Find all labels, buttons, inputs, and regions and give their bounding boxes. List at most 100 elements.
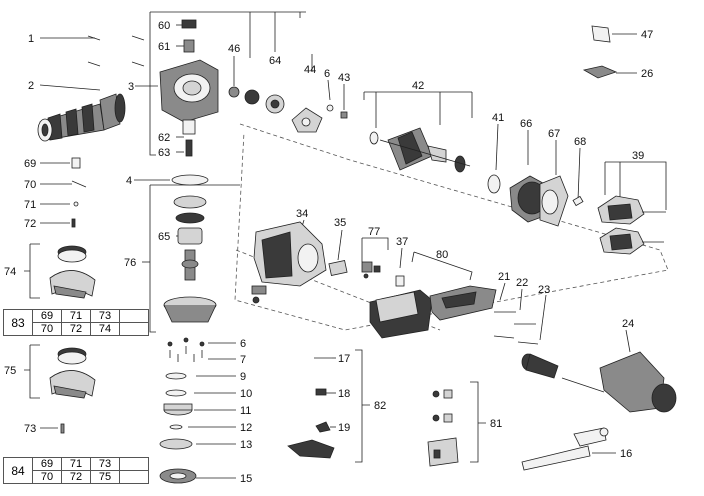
label-41: 41 [492, 112, 504, 124]
stator-parts-66-68 [509, 175, 584, 227]
label-2: 2 [28, 80, 34, 92]
kit-83-cell [119, 322, 149, 336]
label-46: 46 [228, 43, 240, 55]
label-23: 23 [538, 284, 550, 296]
label-62: 62 [158, 132, 170, 144]
label-1: 1 [28, 33, 34, 45]
plate-part-26 [582, 65, 618, 79]
kit-84-cell: 75 [90, 470, 120, 484]
screw-part-1 [87, 35, 145, 67]
label-76: 76 [124, 257, 136, 269]
parts-17-19 [287, 357, 335, 459]
label-13: 13 [240, 439, 252, 451]
label-70: 70 [24, 179, 36, 191]
kit-83-cell: 73 [90, 309, 120, 323]
kit-84-cell: 72 [61, 470, 91, 484]
armature-part-42 [369, 127, 471, 173]
label-16: 16 [620, 448, 632, 460]
label-82: 82 [374, 400, 386, 412]
label-11: 11 [240, 405, 251, 417]
label-37: 37 [396, 236, 408, 248]
label-26: 26 [641, 68, 653, 80]
label-47: 47 [641, 29, 653, 41]
label-66: 66 [520, 118, 532, 130]
gear-housing-part-3 [159, 19, 219, 157]
screws-21-22 [493, 311, 539, 345]
kit-84-cell: 73 [90, 457, 120, 471]
label-35: 35 [334, 217, 346, 229]
label-18: 18 [338, 388, 350, 400]
label-6b: 6 [324, 68, 330, 80]
label-4: 4 [126, 175, 132, 187]
label-43: 43 [338, 72, 350, 84]
kit-84-cell [119, 457, 149, 471]
label-10: 10 [240, 388, 252, 400]
label-72: 72 [24, 218, 36, 230]
spindle-stack-part-76 [163, 195, 217, 323]
flange-stack-6-15 [159, 337, 205, 484]
guard-part-74 [49, 245, 96, 299]
label-65: 65 [158, 231, 170, 243]
label-part-47 [591, 25, 611, 43]
label-9: 9 [240, 371, 246, 383]
label-7: 7 [240, 354, 246, 366]
guard-part-75 [49, 347, 96, 399]
label-61: 61 [158, 41, 170, 53]
label-73: 73 [24, 423, 36, 435]
kit-84-cell: 71 [61, 457, 91, 471]
kit-83-cell: 74 [90, 322, 120, 336]
label-6: 6 [240, 338, 246, 350]
ring-part-4 [171, 174, 209, 186]
small-parts-69-73 [60, 157, 87, 434]
label-19: 19 [338, 422, 350, 434]
label-44: 44 [304, 64, 316, 76]
wrench-part-16 [521, 427, 609, 471]
kit-83-cell: 71 [61, 309, 91, 323]
part-labels: 1 2 3 4 6 7 9 10 11 12 13 15 16 17 18 19… [4, 20, 653, 485]
label-71: 71 [24, 199, 36, 211]
kit-table-83: 83 69 71 73 70 72 74 [3, 309, 149, 336]
bearings-top [228, 86, 348, 133]
power-cord-part-24 [561, 351, 677, 413]
label-12: 12 [240, 422, 252, 434]
label-21: 21 [498, 271, 510, 283]
kit-table-84: 84 69 71 73 70 72 75 [3, 457, 149, 484]
label-69: 69 [24, 158, 36, 170]
kit-84-cell: 69 [32, 457, 62, 471]
switch-parts-77 [361, 261, 381, 279]
label-39: 39 [632, 150, 644, 162]
label-80: 80 [436, 249, 448, 261]
kit-84-cell [119, 470, 149, 484]
label-60: 60 [158, 20, 170, 32]
motor-housing-part-34 [251, 221, 327, 304]
ring-part-41 [487, 174, 501, 194]
label-3: 3 [128, 81, 134, 93]
label-22: 22 [516, 277, 528, 289]
kit-84-cell: 70 [32, 470, 62, 484]
brush-parts-39 [597, 195, 666, 255]
label-15: 15 [240, 473, 252, 485]
label-68: 68 [574, 136, 586, 148]
kit-83-number: 83 [3, 309, 33, 336]
label-34: 34 [296, 208, 308, 220]
label-77: 77 [368, 226, 380, 238]
switch-module-part-81 [427, 389, 459, 467]
label-42: 42 [412, 80, 424, 92]
side-handle-part-2 [37, 93, 126, 142]
bracket-lines [24, 11, 667, 479]
switch-box-part-35 [328, 259, 348, 277]
label-17: 17 [338, 353, 350, 365]
part-37 [395, 275, 405, 287]
kit-83-cell: 70 [32, 322, 62, 336]
label-24: 24 [622, 318, 634, 330]
kit-83-cell: 69 [32, 309, 62, 323]
label-74: 74 [4, 266, 16, 278]
kit-83-cell: 72 [61, 322, 91, 336]
kit-84-number: 84 [3, 457, 33, 484]
label-63: 63 [158, 147, 170, 159]
label-67: 67 [548, 128, 560, 140]
label-75: 75 [4, 365, 16, 377]
kit-83-cell [119, 309, 149, 323]
label-81: 81 [490, 418, 502, 430]
